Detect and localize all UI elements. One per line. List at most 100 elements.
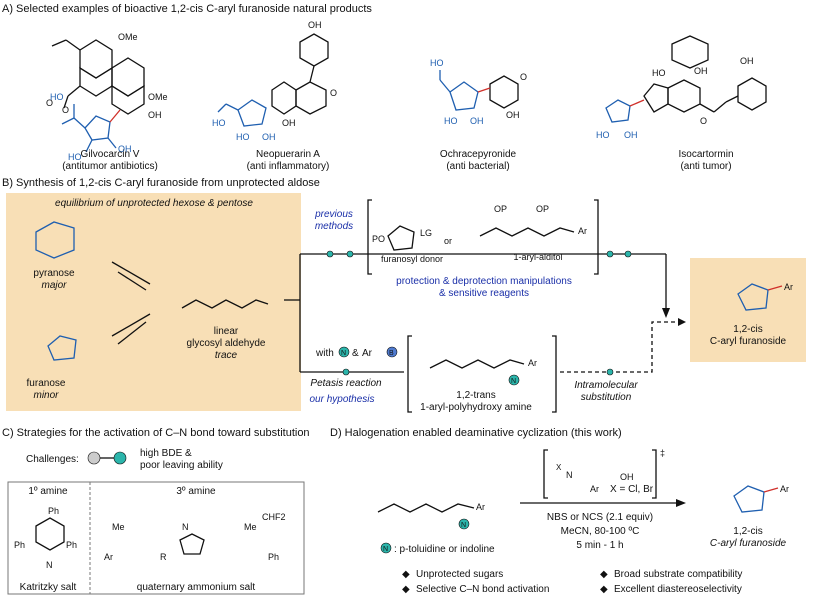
alditol-chain: [479, 227, 575, 237]
svg-text:OMe: OMe: [148, 92, 168, 102]
bde-label: high BDE &: [140, 448, 192, 459]
svg-text:B: B: [389, 350, 394, 357]
gilvocarcin-name: Gilvocarcin V: [81, 149, 140, 160]
furanose-label: furanose: [27, 378, 66, 389]
svg-text:Me: Me: [112, 522, 125, 532]
svg-text:OP: OP: [494, 204, 507, 214]
svg-text:OH: OH: [262, 132, 276, 142]
pyranose-major: major: [41, 280, 67, 291]
svg-text:HO: HO: [236, 132, 250, 142]
linear-chain: [181, 299, 269, 309]
svg-text:OH: OH: [148, 110, 162, 120]
feature-unprotected: Unprotected sugars: [416, 569, 503, 580]
isocartormin-name: Isocartormin: [678, 149, 733, 160]
svg-text:O: O: [330, 88, 337, 98]
svg-text:Ar: Ar: [528, 358, 537, 368]
leaving-ability-label: poor leaving ability: [140, 460, 223, 471]
carbon-circle: [87, 451, 101, 465]
intramolecular-marker: [606, 368, 614, 376]
svg-text:Ar: Ar: [476, 502, 485, 512]
svg-text:OMe: OMe: [118, 32, 138, 42]
alditol-label: 1-aryl-alditol: [513, 252, 562, 262]
amine-note: : p-toluidine or indoline: [394, 544, 495, 555]
svg-text:Ar: Ar: [104, 552, 113, 562]
neopuerarin-structure: [217, 33, 329, 127]
svg-text:HO: HO: [68, 152, 82, 162]
with-label: with: [315, 348, 334, 359]
svg-text:Ph: Ph: [66, 540, 77, 550]
svg-text:Ar: Ar: [362, 348, 373, 359]
pyranose-ring: [35, 221, 75, 259]
methods-label: methods: [315, 221, 353, 232]
svg-text:N: N: [182, 522, 189, 532]
svg-text:Ph: Ph: [48, 506, 59, 516]
ochracepyronide-name: Ochracepyronide: [440, 149, 517, 160]
svg-text:X: X: [556, 463, 562, 472]
svg-text:◆: ◆: [402, 584, 410, 595]
furanose-ring: [47, 335, 77, 361]
or-label: or: [444, 236, 452, 246]
svg-text:OH: OH: [694, 66, 708, 76]
trans-label: 1,2-trans: [456, 390, 495, 401]
svg-text:N: N: [566, 470, 573, 480]
furanosyl-donor-label: furanosyl donor: [381, 254, 443, 264]
svg-text:◆: ◆: [600, 569, 608, 580]
amine-chain: [429, 359, 525, 369]
svg-text:HO: HO: [50, 92, 64, 102]
pyranose-label: pyranose: [33, 268, 75, 279]
svg-text:OH: OH: [118, 144, 132, 154]
feature-broad: Broad substrate compatibility: [614, 569, 742, 580]
svg-text:OP: OP: [536, 204, 549, 214]
section-c-title: C) Strategies for the activation of C–N …: [2, 427, 310, 439]
svg-text:OH: OH: [506, 110, 520, 120]
svg-text:N: N: [511, 378, 516, 385]
legend-n-circle: [380, 542, 392, 554]
pyrrolidinium-ring: [179, 533, 205, 555]
feature-selective: Selective C–N bond activation: [416, 584, 549, 595]
x-note: X = Cl, Br: [610, 484, 654, 495]
substrate-chain: [377, 503, 475, 513]
svg-text:OH: OH: [308, 20, 322, 30]
trace-label: trace: [215, 350, 238, 361]
furanose-minor: minor: [33, 390, 59, 401]
katritzky-label: Katritzky salt: [20, 582, 77, 593]
svg-text:N: N: [461, 522, 466, 529]
svg-text:HO: HO: [212, 118, 226, 128]
svg-text:OH: OH: [282, 118, 296, 128]
reagent-label: NBS or NCS (2.1 equiv): [547, 512, 653, 523]
ochracepyronide-activity: (anti bacterial): [446, 161, 509, 172]
svg-text:O: O: [700, 116, 707, 126]
previous-marker-3: [606, 250, 614, 258]
svg-text:O: O: [62, 105, 69, 115]
nitrogen-circle: [113, 451, 127, 465]
svg-text:HO: HO: [652, 68, 666, 78]
svg-text:HO: HO: [430, 58, 444, 68]
svg-text:Ar: Ar: [784, 282, 793, 292]
svg-text:◆: ◆: [402, 569, 410, 580]
linear-label: linear: [214, 326, 239, 337]
section-b-title: B) Synthesis of 1,2-cis C-aryl furanosid…: [2, 177, 320, 189]
petasis-marker: [342, 368, 350, 376]
substrate-n: [458, 518, 470, 530]
isocartormin-structure: [605, 35, 767, 123]
quaternary-salt-label: quaternary ammonium salt: [137, 582, 256, 593]
boron-circle: [386, 346, 398, 358]
protection-label: protection & deprotection manipulations: [396, 276, 572, 287]
svg-text:N: N: [383, 546, 388, 553]
ochracepyronide-structure: [439, 70, 519, 111]
svg-text:R: R: [160, 552, 167, 562]
product-name-label: C-aryl furanoside: [710, 336, 787, 347]
challenges-label: Challenges:: [26, 454, 79, 465]
svg-text:‡: ‡: [660, 448, 665, 458]
neopuerarin-activity: (anti inflammatory): [247, 161, 330, 172]
product-cis-label: 1,2-cis: [733, 324, 762, 335]
svg-text:OH: OH: [620, 472, 634, 482]
svg-text:◆: ◆: [600, 584, 608, 595]
svg-text:OH: OH: [740, 56, 754, 66]
svg-text:HO: HO: [596, 130, 610, 140]
svg-text:PO: PO: [372, 234, 385, 244]
svg-text:O: O: [520, 72, 527, 82]
primary-amine-label: 1º amine: [28, 486, 68, 497]
svg-text:O: O: [46, 98, 53, 108]
